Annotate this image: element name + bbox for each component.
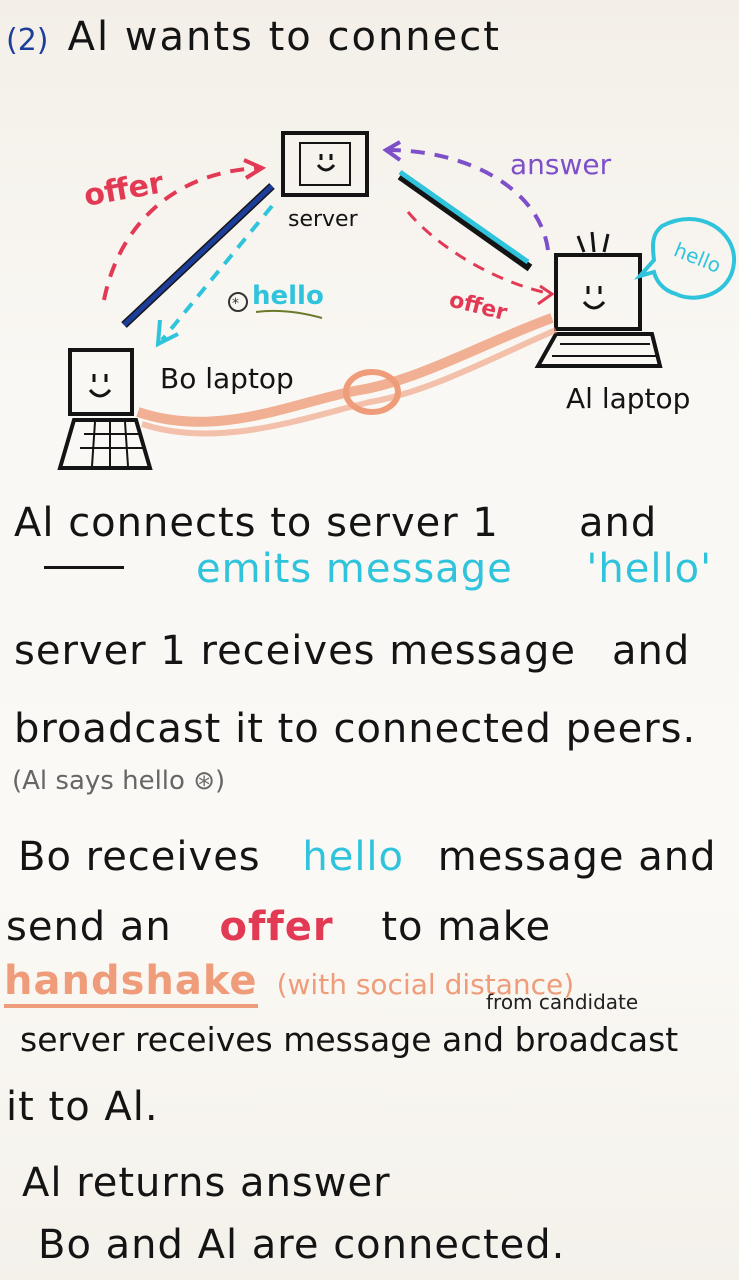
note-line-8: handshake (with social distance) (4, 958, 739, 1008)
header: (2) Al wants to connect (6, 14, 501, 60)
underline-al (44, 566, 124, 569)
step-number: (2) (6, 23, 49, 58)
al-connects-text: Al connects to server 1 (14, 500, 499, 546)
handshake-band (136, 313, 554, 427)
handshake-knot (343, 369, 401, 415)
connection-diagram: server Bo laptop Al laptop (57, 131, 737, 470)
page-title: Al wants to connect (67, 14, 501, 60)
speech-bubble: hello (634, 217, 737, 300)
note-line-9: server receives message and broadcast (20, 1020, 679, 1059)
answer-top-label: answer (510, 148, 612, 181)
note-line-2: emits message 'hello' (196, 546, 739, 592)
hello-quote-text: 'hello' (586, 546, 713, 592)
answer-arrow (385, 148, 550, 251)
social-distance-text: (with social distance) (276, 968, 575, 1001)
server-receives-text: server 1 receives message (14, 628, 576, 674)
handshake-word-text: handshake (4, 958, 258, 1008)
note-line-1: Al connects to server 1 and (14, 500, 739, 546)
hello-word-text: hello (302, 834, 405, 880)
from-candidate-note: from candidate (486, 990, 639, 1014)
emits-message-text: emits message (196, 546, 513, 592)
hello-label: hello (252, 281, 324, 311)
bubble-text: hello (671, 237, 725, 277)
server-to-al-arrow (397, 169, 533, 272)
server-label: server (288, 207, 359, 232)
asterisk-icon: * (228, 292, 248, 312)
bo-laptop-icon (57, 348, 153, 470)
bo-to-server-arrow (121, 183, 275, 328)
hello-arrow (160, 204, 274, 342)
note-line-7: send an offer to make (6, 904, 739, 950)
bo-receives-text: Bo receives (18, 834, 261, 880)
message-and-text: message and (437, 834, 717, 880)
note-line-11: Al returns answer (22, 1160, 391, 1206)
note-line-10: it to Al. (6, 1084, 159, 1130)
al-laptop-icon (534, 231, 663, 368)
to-make-text: to make (381, 904, 552, 950)
note-line-6: Bo receives hello message and (18, 834, 739, 880)
note-line-3: server 1 receives message and (14, 628, 739, 674)
offer-right-label: offer (447, 288, 510, 326)
offer-word-text: offer (219, 904, 334, 950)
svg-text:*: * (232, 296, 239, 312)
al-laptop-label: Al laptop (566, 382, 690, 415)
and-text-2: and (612, 628, 691, 674)
server-icon (281, 131, 369, 197)
note-line-12: Bo and Al are connected. (38, 1222, 566, 1268)
and-text: and (579, 500, 658, 546)
offer-right-arrow (406, 211, 553, 296)
note-line-5: (Al says hello ⊛) (12, 766, 226, 796)
bo-laptop-label: Bo laptop (160, 362, 294, 395)
offer-top-arrow (102, 166, 263, 301)
send-an-text: send an (6, 904, 172, 950)
note-line-4: broadcast it to connected peers. (14, 706, 697, 752)
